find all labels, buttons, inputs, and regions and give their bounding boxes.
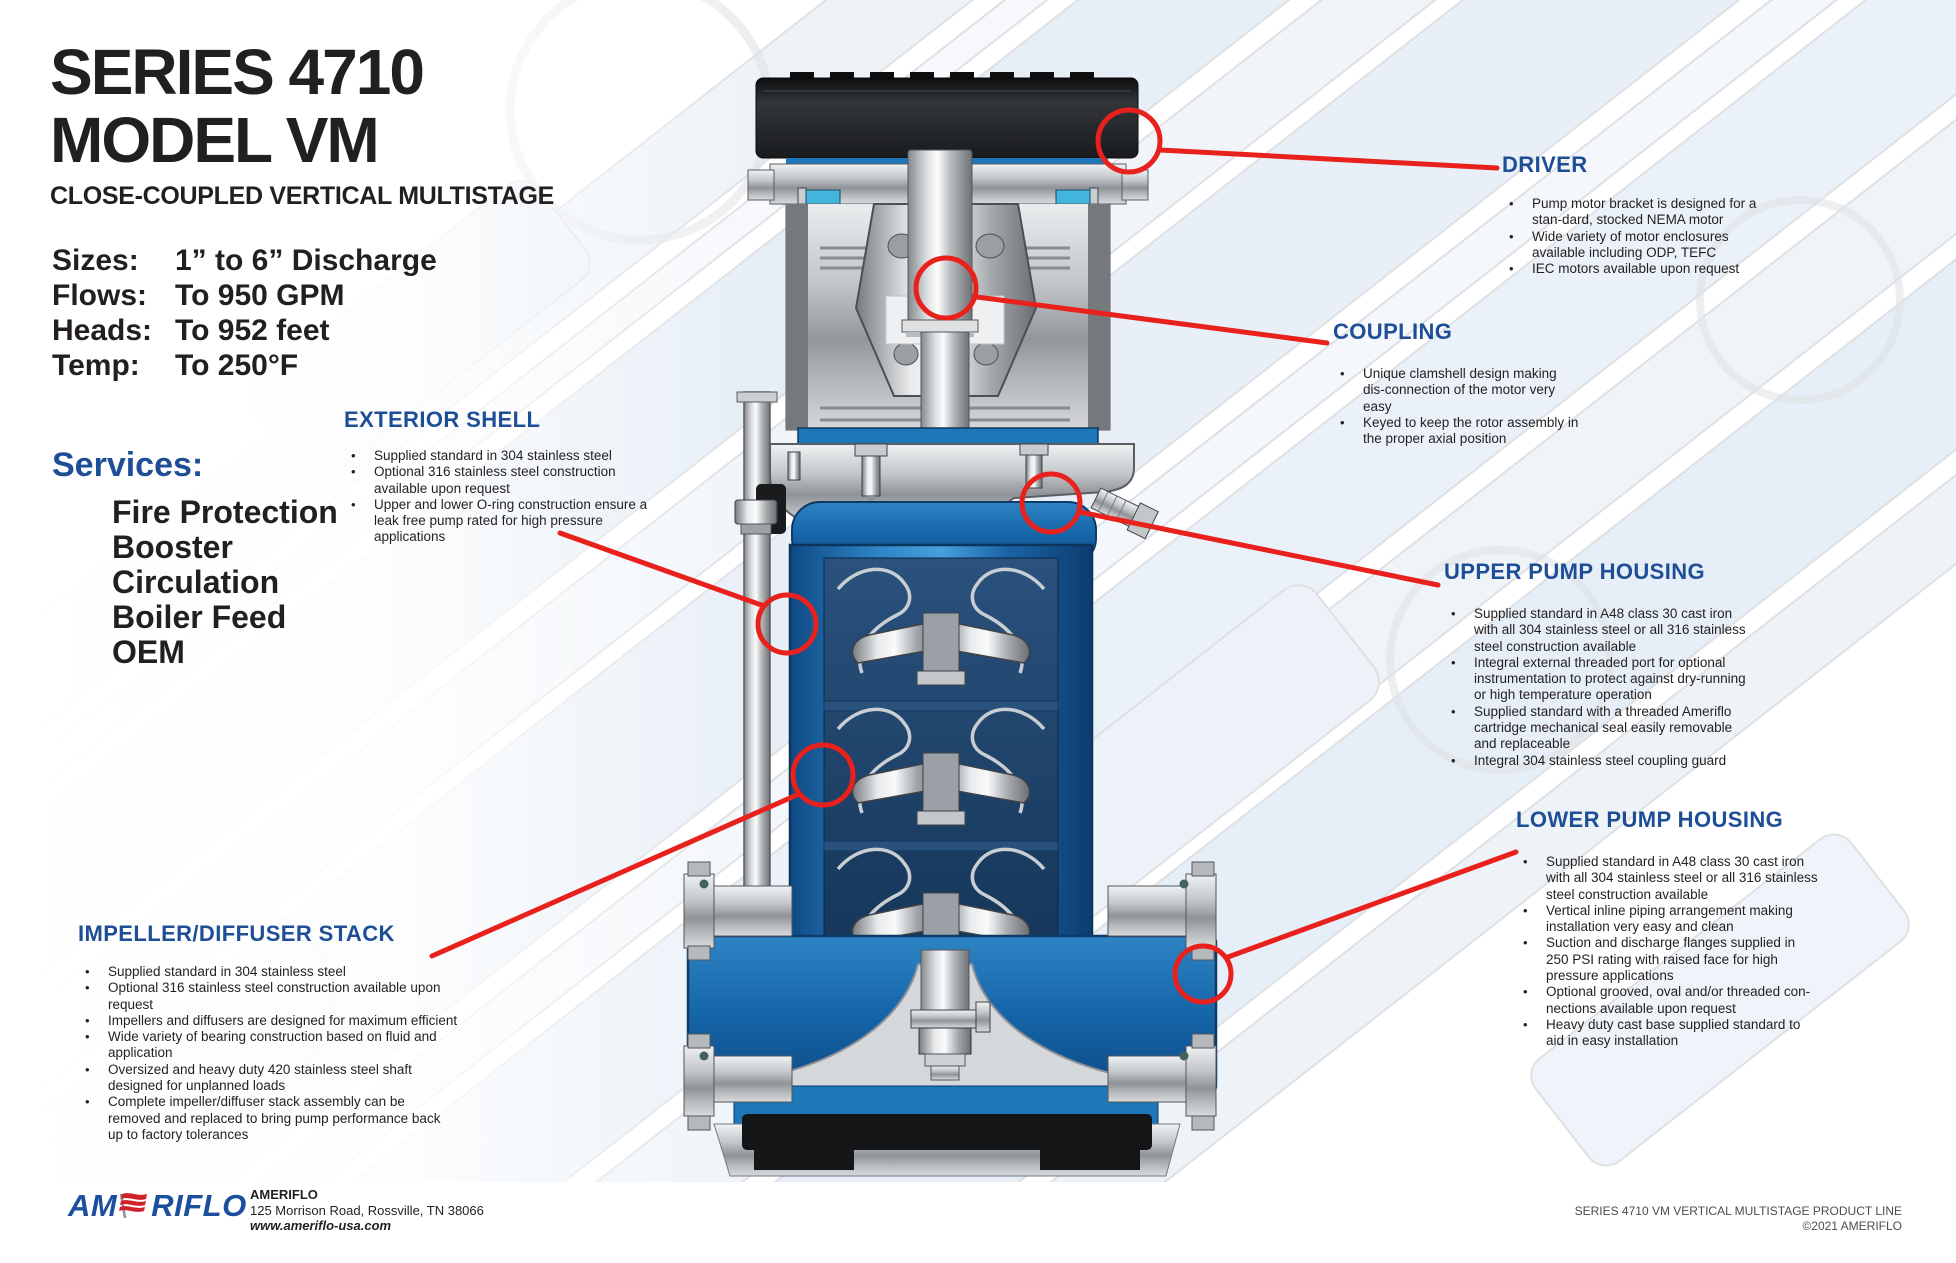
spec-label: Sizes: <box>52 244 139 277</box>
callout-line-coupling <box>974 294 1330 346</box>
bullet-item: Optional 316 stainless steel constructio… <box>344 464 669 497</box>
service-item: Circulation <box>112 564 280 600</box>
bullet-item: Oversized and heavy duty 420 stainless s… <box>78 1062 458 1095</box>
callout-heading: LOWER PUMP HOUSING <box>1516 807 1784 832</box>
page-title-line1: SERIES 4710 <box>50 36 425 108</box>
bullet-item: Upper and lower O-ring construction ensu… <box>344 497 669 546</box>
callout-heading: COUPLING <box>1333 319 1453 344</box>
ameriflo-logo: AM RIFLO <box>68 1188 247 1224</box>
callout-circle-driver <box>1095 107 1163 175</box>
spec-row-heads: Heads: To 952 feet <box>52 313 437 348</box>
callout-exterior-shell: EXTERIOR SHELL Supplied standard in 304 … <box>344 408 669 546</box>
bullet-item: Optional grooved, oval and/or threaded c… <box>1516 984 1818 1017</box>
bullet-item: Supplied standard in A48 class 30 cast i… <box>1516 854 1818 903</box>
pump-illustration <box>683 72 1218 1177</box>
bullet-item: Wide variety of bearing construction bas… <box>78 1029 458 1062</box>
callout-upper-pump-housing: UPPER PUMP HOUSING Supplied standard in … <box>1444 559 1746 770</box>
footer-band <box>0 1182 1956 1263</box>
callout-line-impeller-stack <box>429 791 802 959</box>
spec-label: Temp: <box>52 349 140 382</box>
service-item: Boiler Feed <box>112 599 287 635</box>
callout-circle-upper-pump-housing <box>1019 471 1083 535</box>
service-item: Fire Protection <box>112 494 338 530</box>
spec-label: Heads: <box>52 314 153 347</box>
spec-label: Flows: <box>52 279 147 312</box>
callout-driver: DRIVER Pump motor bracket is designed fo… <box>1502 152 1784 278</box>
bullet-item: Suction and discharge flanges supplied i… <box>1516 935 1818 984</box>
callout-bullet-list: Pump motor bracket is designed for a sta… <box>1502 196 1784 278</box>
service-item: Booster <box>112 529 233 565</box>
bullet-item: Optional 316 stainless steel constructio… <box>78 980 458 1013</box>
spec-row-temp: Temp: To 250°F <box>52 348 437 383</box>
bullet-item: Supplied standard with a threaded Amerif… <box>1444 704 1746 753</box>
callout-line-upper-pump-housing <box>1077 509 1441 588</box>
spec-value: 1” to 6” Discharge <box>175 244 437 277</box>
callout-circle-lower-pump-housing <box>1172 943 1234 1005</box>
page-title-line2: MODEL VM <box>50 104 380 176</box>
callout-line-driver <box>1157 147 1500 171</box>
callout-circle-impeller-stack <box>790 742 856 808</box>
bullet-item: Heavy duty cast base supplied standard t… <box>1516 1017 1818 1050</box>
spec-value: To 250°F <box>175 349 299 382</box>
page-subtitle: CLOSE-COUPLED VERTICAL MULTISTAGE <box>50 182 554 210</box>
callout-circle-exterior-shell <box>755 592 819 656</box>
footer-website: www.ameriflo-usa.com <box>250 1218 392 1233</box>
footer-address: 125 Morrison Road, Rossville, TN 38066 <box>250 1202 484 1218</box>
spec-value: To 950 GPM <box>175 279 345 312</box>
services-list: Fire Protection Booster Circulation Boil… <box>112 495 338 670</box>
bullet-item: Keyed to keep the rotor assembly in the … <box>1333 415 1581 448</box>
callout-bullet-list: Unique clamshell design making dis-conne… <box>1333 366 1581 447</box>
bullet-item: IEC motors available upon request <box>1502 261 1784 278</box>
bullet-item: Supplied standard in A48 class 30 cast i… <box>1444 606 1746 655</box>
callout-bullet-list: Supplied standard in 304 stainless steel… <box>78 964 458 1143</box>
bullet-item: Complete impeller/diffuser stack assembl… <box>78 1094 458 1143</box>
bullet-item: Vertical inline piping arrangement makin… <box>1516 903 1818 936</box>
bullet-item: Unique clamshell design making dis-conne… <box>1333 366 1581 415</box>
bullet-item: Impellers and diffusers are designed for… <box>78 1013 458 1030</box>
callout-heading: EXTERIOR SHELL <box>344 407 541 432</box>
bullet-item: Supplied standard in 304 stainless steel <box>78 964 458 981</box>
callout-heading: IMPELLER/DIFFUSER STACK <box>78 921 395 946</box>
services-section: Services: Fire Protection Booster Circul… <box>52 446 338 670</box>
callout-bullet-list: Supplied standard in A48 class 30 cast i… <box>1516 854 1818 1050</box>
spec-value: To 952 feet <box>175 314 330 347</box>
bullet-item: Pump motor bracket is designed for a sta… <box>1502 196 1784 229</box>
bullet-item: Integral 304 stainless steel coupling gu… <box>1444 753 1746 770</box>
callout-line-lower-pump-housing <box>1225 849 1519 960</box>
footer-company-name: AMERIFLO <box>250 1187 318 1202</box>
flanges <box>683 861 1217 1131</box>
bullet-item: Integral external threaded port for opti… <box>1444 655 1746 704</box>
services-heading: Services: <box>52 446 204 484</box>
callout-bullet-list: Supplied standard in 304 stainless steel… <box>344 448 669 546</box>
footer-product-line: SERIES 4710 VM VERTICAL MULTISTAGE PRODU… <box>1574 1204 1902 1218</box>
service-item: OEM <box>112 634 185 670</box>
lower-pump-housing-drawing <box>683 861 1218 1177</box>
callout-coupling: COUPLING Unique clamshell design making … <box>1333 320 1581 447</box>
footer-copyright: ©2021 AMERIFLO <box>1802 1219 1902 1233</box>
footer-product-line-block: SERIES 4710 VM VERTICAL MULTISTAGE PRODU… <box>1575 1204 1902 1234</box>
ameriflo-flag-icon <box>119 1193 148 1218</box>
callout-heading: DRIVER <box>1502 152 1588 177</box>
bullet-item: Supplied standard in 304 stainless steel <box>344 448 669 465</box>
callout-lower-pump-housing: LOWER PUMP HOUSING Supplied standard in … <box>1516 808 1818 1050</box>
callout-bullet-list: Supplied standard in A48 class 30 cast i… <box>1444 606 1746 769</box>
spec-row-flows: Flows: To 950 GPM <box>52 278 437 313</box>
logo-text-suffix: RIFLO <box>151 1188 247 1223</box>
upper-pump-housing-drawing <box>734 427 1159 567</box>
bullet-item: Wide variety of motor enclosures availab… <box>1502 229 1784 262</box>
specs-table: Sizes: 1” to 6” Discharge Flows: To 950 … <box>52 243 437 383</box>
callout-impeller-diffuser-stack: IMPELLER/DIFFUSER STACK Supplied standar… <box>78 922 458 1143</box>
footer-company-block: AMERIFLO 125 Morrison Road, Rossville, T… <box>250 1187 484 1234</box>
pump-base <box>742 1114 1152 1170</box>
logo-text-prefix: AM <box>68 1188 118 1223</box>
spec-row-sizes: Sizes: 1” to 6” Discharge <box>52 243 437 278</box>
callout-circle-coupling <box>913 255 979 321</box>
callout-heading: UPPER PUMP HOUSING <box>1444 559 1706 584</box>
title-block: SERIES 4710 MODEL VM CLOSE-COUPLED VERTI… <box>50 38 554 211</box>
